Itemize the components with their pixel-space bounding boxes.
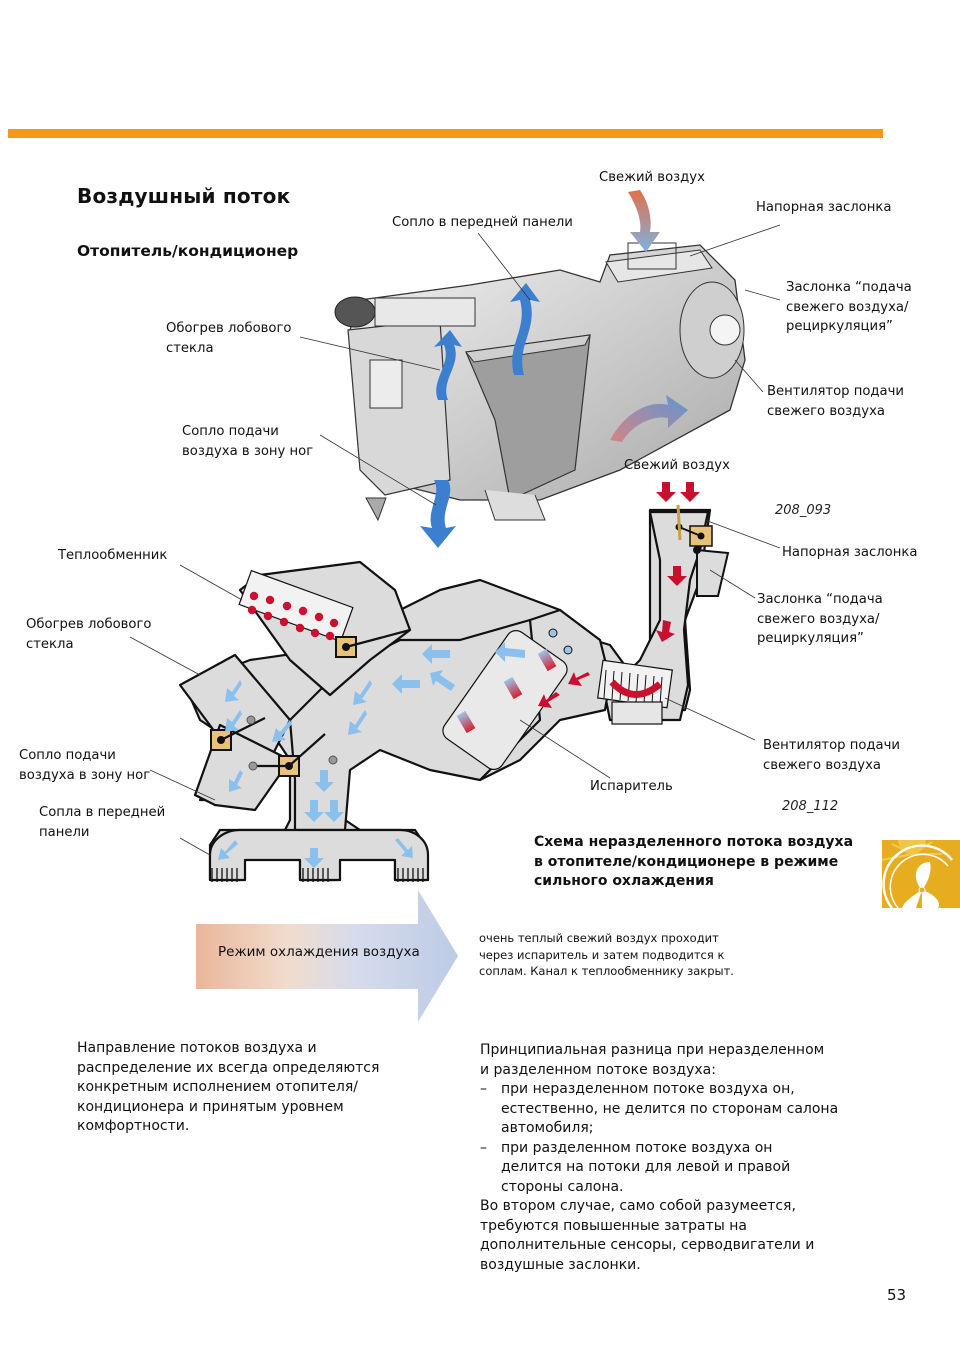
leader-lines-schematic	[129, 519, 781, 856]
label-recirc-flap-schematic: Заслонка “подача свежего воздуха/ рецирк…	[757, 592, 883, 646]
label-fresh-air-top: Свежий воздух	[599, 170, 705, 185]
label-pressure-flap-schematic: Напорная заслонка	[782, 545, 918, 560]
fan	[597, 659, 673, 725]
heater-unit-3d-illustration	[299, 190, 781, 548]
cooling-mode-description: очень теплый свежий воздух проходит чере…	[479, 931, 734, 978]
bullet-marker: –	[480, 1139, 487, 1156]
cooling-mode-arrow	[196, 890, 458, 1022]
figure-ref-208-112: 208_112	[782, 799, 839, 814]
label-windshield-heat: Обогрев лобового стекла	[166, 321, 292, 356]
body-right-outro: Во втором случае, само собой разумеется,…	[480, 1198, 815, 1273]
front-panel-airflow-arrow	[510, 283, 540, 375]
label-windshield-heat-schematic: Обогрев лобового стекла	[26, 617, 152, 652]
heat-exchanger	[238, 569, 354, 643]
label-heat-exchanger: Теплообменник	[58, 548, 168, 563]
body-text-right: Принципиальная разница при неразделенном…	[480, 1041, 860, 1275]
page-title: Воздушный поток	[77, 184, 291, 208]
label-footwell-nozzle: Сопло подачи воздуха в зону ног	[182, 424, 314, 459]
page-number: 53	[887, 1286, 907, 1304]
intake-box	[605, 249, 713, 283]
label-footwell-nozzle-schematic: Сопло подачи воздуха в зону ног	[19, 748, 151, 783]
sun-fan-icon	[882, 840, 960, 908]
bullet-text: при неразделенном потоке воздуха он, ест…	[501, 1081, 839, 1136]
bullet-text: при разделенном потоке воздуха он делитс…	[501, 1139, 791, 1195]
label-fan: Вентилятор подачи свежего воздуха	[767, 384, 904, 419]
footwell-airflow-arrow	[420, 480, 456, 548]
body-right-intro: Принципиальная разница при неразделенном…	[480, 1042, 825, 1078]
evaporator	[442, 628, 573, 770]
label-evaporator: Испаритель	[590, 779, 673, 794]
bullet-item: – при разделенном потоке воздуха он дели…	[480, 1139, 860, 1198]
fresh-air-intake-arrow	[628, 190, 660, 252]
fresh-air-arrows	[538, 482, 700, 708]
bullet-marker: –	[480, 1081, 487, 1097]
cooled-air-arrows	[218, 642, 525, 868]
cooling-mode-label: Режим охлаждения воздуха	[218, 944, 420, 960]
label-recirc-flap: Заслонка “подача свежего воздуха/ рецирк…	[786, 280, 912, 334]
label-front-panel-nozzles: Сопла в передней панели	[39, 805, 166, 840]
page-subtitle: Отопитель/кондиционер	[77, 242, 299, 260]
windshield-airflow-arrow	[434, 330, 462, 400]
outlet-manifold	[208, 828, 430, 882]
outlet-grilles	[211, 868, 424, 882]
label-pressure-flap: Напорная заслонка	[756, 200, 892, 215]
label-fan-schematic: Вентилятор подачи свежего воздуха	[763, 738, 900, 773]
recirculation-airflow-arrow	[610, 395, 688, 442]
label-front-panel-nozzle: Сопло в передней панели	[392, 215, 573, 230]
recirc-flap	[693, 546, 730, 597]
schematic-caption: Схема неразделенного потока воздуха в от…	[534, 834, 854, 889]
bullet-item: – при неразделенном потоке воздуха он, е…	[480, 1080, 860, 1139]
figure-ref-208-093: 208_093	[775, 503, 832, 518]
label-fresh-air-bottom: Свежий воздух	[624, 458, 730, 473]
header-accent-bar	[8, 129, 883, 138]
airflow-schematic	[129, 482, 781, 882]
pressure-flap	[675, 504, 713, 547]
leader-lines-3d	[299, 224, 781, 506]
body-text-left: Направление потоков воздуха и распределе…	[77, 1040, 380, 1134]
